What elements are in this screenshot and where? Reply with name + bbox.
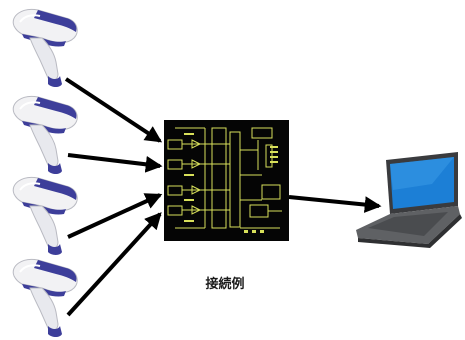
arrow-scanner-4-to-board (66, 212, 162, 317)
barcode-scanner-icon-1 (12, 8, 79, 88)
barcode-scanner-icon-4 (12, 258, 79, 338)
barcode-scanner-icon-3 (12, 176, 79, 256)
arrow-scanner-1-to-board (64, 77, 163, 143)
circuit-board-icon (164, 120, 289, 241)
diagram-caption: 接続例 (205, 277, 245, 292)
arrow-scanner-2-to-board (67, 153, 163, 173)
arrow-scanner-3-to-board (67, 193, 163, 239)
arrow-board-to-laptop (288, 195, 382, 213)
barcode-scanner-icon-2 (12, 95, 79, 175)
laptop-icon (356, 152, 462, 248)
